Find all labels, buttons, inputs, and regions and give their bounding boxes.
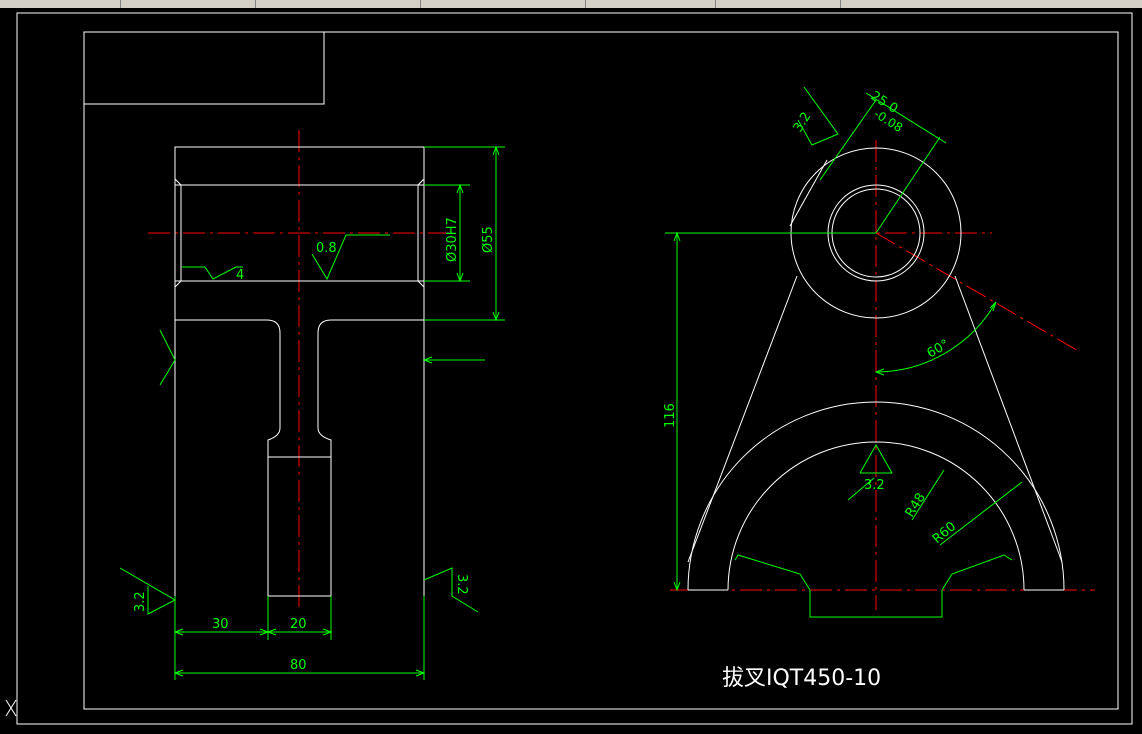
toolbar-separator (840, 0, 841, 8)
roughness-symbol-center (859, 443, 893, 474)
roughness-symbol-top (797, 86, 839, 146)
ucs-icon (5, 699, 17, 717)
roughness-center-label: 3.2 (864, 478, 885, 493)
front-view: Ø30H7 Ø55 30 20 80 0.8 4 3.2 3.2 (119, 130, 505, 680)
fork-outer-arc (687, 401, 1065, 591)
arm-top-chamfer (789, 159, 828, 227)
roughness-left-label: 3.2 (133, 591, 148, 612)
inner-frame-border (83, 31, 1119, 710)
angle-arc (875, 301, 997, 373)
roughness-symbol-right (423, 567, 479, 613)
drawing-title: 拔叉IQT450-10 (722, 666, 881, 691)
side-centerline-angled (875, 232, 1081, 353)
dim-116-label: 116 (663, 403, 678, 428)
dim-20-label: 20 (290, 617, 307, 632)
outer-sheet-border (16, 12, 1133, 725)
toolbar-separator (120, 0, 121, 8)
roughness-symbol-left (119, 567, 177, 615)
toolbar-separator (715, 0, 716, 8)
arm-left-edge (687, 275, 798, 563)
chamfer-note-label: 4 (236, 268, 244, 283)
roughness-bore-label: 0.8 (316, 241, 337, 256)
dim-bore-label: Ø30H7 (445, 217, 460, 262)
dim-30-label: 30 (212, 617, 229, 632)
drawing-canvas[interactable]: Ø30H7 Ø55 30 20 80 0.8 4 3.2 3.2 (0, 8, 1142, 730)
dim-80-label: 80 (290, 658, 307, 673)
toolbar-separator (255, 0, 256, 8)
roughness-symbol-bore (311, 234, 390, 281)
arm-right-edge (954, 275, 1063, 563)
dim-outer-label: Ø55 (481, 226, 496, 253)
roughness-right-label: 3.2 (454, 574, 469, 595)
chamfer-leader (182, 266, 243, 280)
toolbar-separator (420, 0, 421, 8)
fork-inner-arc (727, 441, 1025, 591)
cad-toolbar-strip (0, 0, 1142, 8)
title-block-box (83, 31, 325, 105)
toolbar-separator (585, 0, 586, 8)
